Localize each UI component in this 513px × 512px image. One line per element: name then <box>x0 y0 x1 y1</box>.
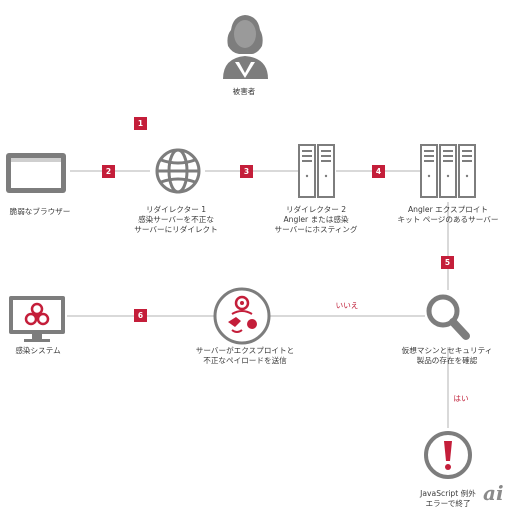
label-payload: サーバーがエクスプロイトと 不正なペイロードを送信 <box>195 346 295 365</box>
label-redirector2: リダイレクター 2 Angler または感染 サーバーにホスティング <box>274 205 358 234</box>
branch-label-yes: はい <box>453 394 469 403</box>
server-cluster-icon <box>420 144 476 198</box>
step-badge-5: 5 <box>441 256 454 269</box>
exclamation-circle-icon <box>424 431 472 479</box>
svg-text:ai: ai <box>483 482 504 505</box>
step-badge-4: 4 <box>372 165 385 178</box>
step-badge-2: 2 <box>102 165 115 178</box>
step-badge-1: 1 <box>134 117 147 130</box>
label-browser: 脆弱なブラウザー <box>9 207 71 216</box>
label-exploit-server: Angler エクスプロイト キット ページのあるサーバー <box>397 205 499 224</box>
label-redirector1: リダイレクター 1 感染サーバーを不正な サーバーにリダイレクト <box>134 205 218 234</box>
label-vm-check: 仮想マシンとセキュリティ 製品の存在を確認 <box>401 346 493 365</box>
branch-label-no: いいえ <box>335 301 359 310</box>
step-badge-3: 3 <box>240 165 253 178</box>
magnifier-icon <box>426 294 470 340</box>
step-badge-6: 6 <box>134 309 147 322</box>
label-js-error: JavaScript 例外 エラーで終了 <box>420 489 476 508</box>
browser-window-icon <box>6 153 66 193</box>
server-rack-icon <box>298 144 335 198</box>
ai-logo: ai <box>483 482 504 505</box>
person-icon <box>223 15 268 79</box>
label-victim: 被害者 <box>232 87 256 96</box>
biohazard-circle-icon <box>213 287 271 345</box>
biohazard-monitor-icon <box>9 296 65 342</box>
label-infected: 感染システム <box>15 346 61 355</box>
globe-icon <box>155 148 201 194</box>
